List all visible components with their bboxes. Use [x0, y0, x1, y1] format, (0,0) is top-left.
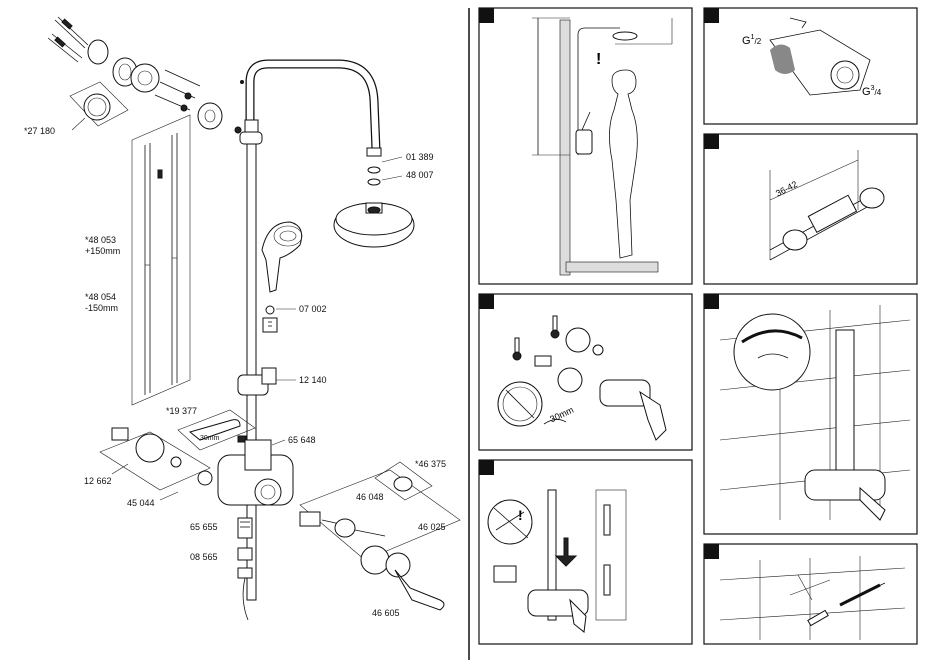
label-08565: 08 565 [190, 552, 218, 562]
label-48053: *48 053 [85, 235, 116, 245]
label-45044: 45 044 [127, 498, 155, 508]
rail-wall-disc [198, 103, 222, 129]
panel-wall-mounting [704, 294, 917, 534]
label-46025: 46 025 [418, 522, 446, 532]
label-30mm-tool: 30mm [200, 435, 220, 442]
cartridge-column: 65 655 08 565 [190, 518, 252, 620]
panel-no-sealant: 30mm [479, 294, 692, 450]
panel-warning-mark: ! [518, 507, 523, 523]
label-65655: 65 655 [190, 522, 218, 532]
label-27180: *27 180 [24, 126, 55, 136]
label-01389: 01 389 [406, 152, 434, 162]
left-exploded-view: *27 180 *48 053 +150mm *48 054 -150mm [24, 17, 460, 620]
label-46048: 46 048 [356, 492, 384, 502]
label-65648: 65 648 [288, 435, 316, 445]
warning-mark: ! [596, 51, 601, 68]
panel-drill-holes [704, 544, 917, 644]
panel-thread-adapter: G1/2 G3/4 [704, 8, 917, 124]
head-shower [334, 203, 414, 247]
wall-bracket [88, 40, 159, 92]
extension-rail-panel: *48 053 +150mm *48 054 -150mm [85, 115, 190, 405]
rosette-27180: *27 180 [24, 82, 128, 136]
right-handle-group: *46 375 46 048 46 025 46 605 [300, 459, 460, 618]
label-07002: 07 002 [299, 304, 327, 314]
wall-plugs [48, 17, 88, 62]
hose-connector: 07 002 [263, 304, 327, 332]
label-12662: 12 662 [84, 476, 112, 486]
thermostat-body: 65 648 [218, 435, 316, 505]
left-cartridge-group: 12 662 45 044 [84, 428, 212, 508]
panel-connection-distance: 36-42 [704, 134, 917, 284]
label-48053-plus: +150mm [85, 246, 120, 256]
head-shower-connection: 01 389 48 007 [368, 152, 434, 185]
wrench-19377: *19 377 30mm [166, 406, 255, 450]
label-48054: *48 054 [85, 292, 116, 302]
label-48007: 48 007 [406, 170, 434, 180]
label-12140: 12 140 [299, 375, 327, 385]
hand-shower [262, 222, 302, 292]
shower-arm [250, 64, 381, 156]
label-46605: 46 605 [372, 608, 400, 618]
label-19377: *19 377 [166, 406, 197, 416]
panel-rail-fitting: ! [479, 460, 692, 644]
label-48054-minus: -150mm [85, 303, 118, 313]
screws-set [155, 70, 200, 111]
label-46375: *46 375 [415, 459, 446, 469]
panel-installation-height: ! [479, 8, 692, 284]
